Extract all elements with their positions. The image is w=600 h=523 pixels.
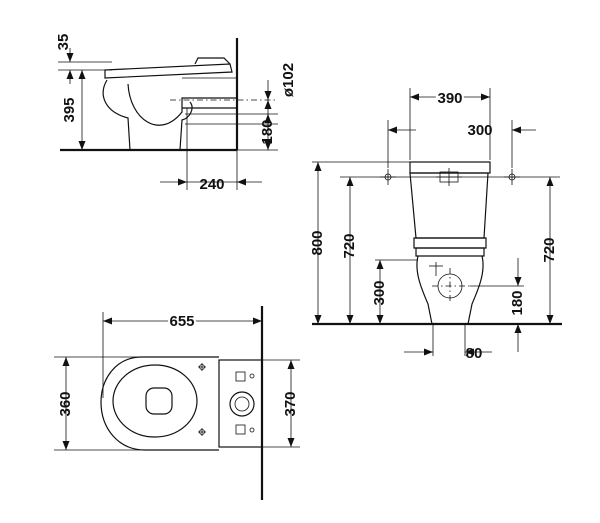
side-view: 35 395 ø102 180 240 (55, 34, 297, 193)
front-tank-outline (409, 161, 491, 239)
dim-390-label: 390 (437, 90, 462, 107)
top-view: 655 360 370 (54, 306, 300, 500)
dim-35-label: 35 (55, 34, 72, 51)
dim-pipe-diameter-label: ø102 (280, 63, 297, 97)
side-toilet-outline (102, 57, 237, 151)
dim-300-water-label: 300 (371, 280, 388, 305)
dim-395-label: 395 (61, 97, 78, 122)
dim-655-label: 655 (169, 313, 194, 330)
dim-720-left-label: 720 (341, 233, 358, 258)
top-tank-outline (218, 359, 263, 448)
dim-80-label: 80 (466, 345, 483, 362)
dim-180-front-label: 180 (509, 290, 526, 315)
dim-720-right-label: 720 (541, 237, 558, 262)
front-bowl-outline (413, 237, 487, 325)
dim-fixing-distance-label: 300 (467, 122, 492, 139)
dim-180-side-label: 180 (259, 119, 276, 144)
dim-800-label: 800 (309, 230, 326, 255)
dim-240-label: 240 (199, 176, 224, 193)
dim-370-label: 370 (282, 391, 299, 416)
top-bowl-outline (100, 356, 219, 451)
dim-360-label: 360 (57, 391, 74, 416)
front-view: 390 300 800 720 300 180 720 80 (309, 88, 562, 362)
